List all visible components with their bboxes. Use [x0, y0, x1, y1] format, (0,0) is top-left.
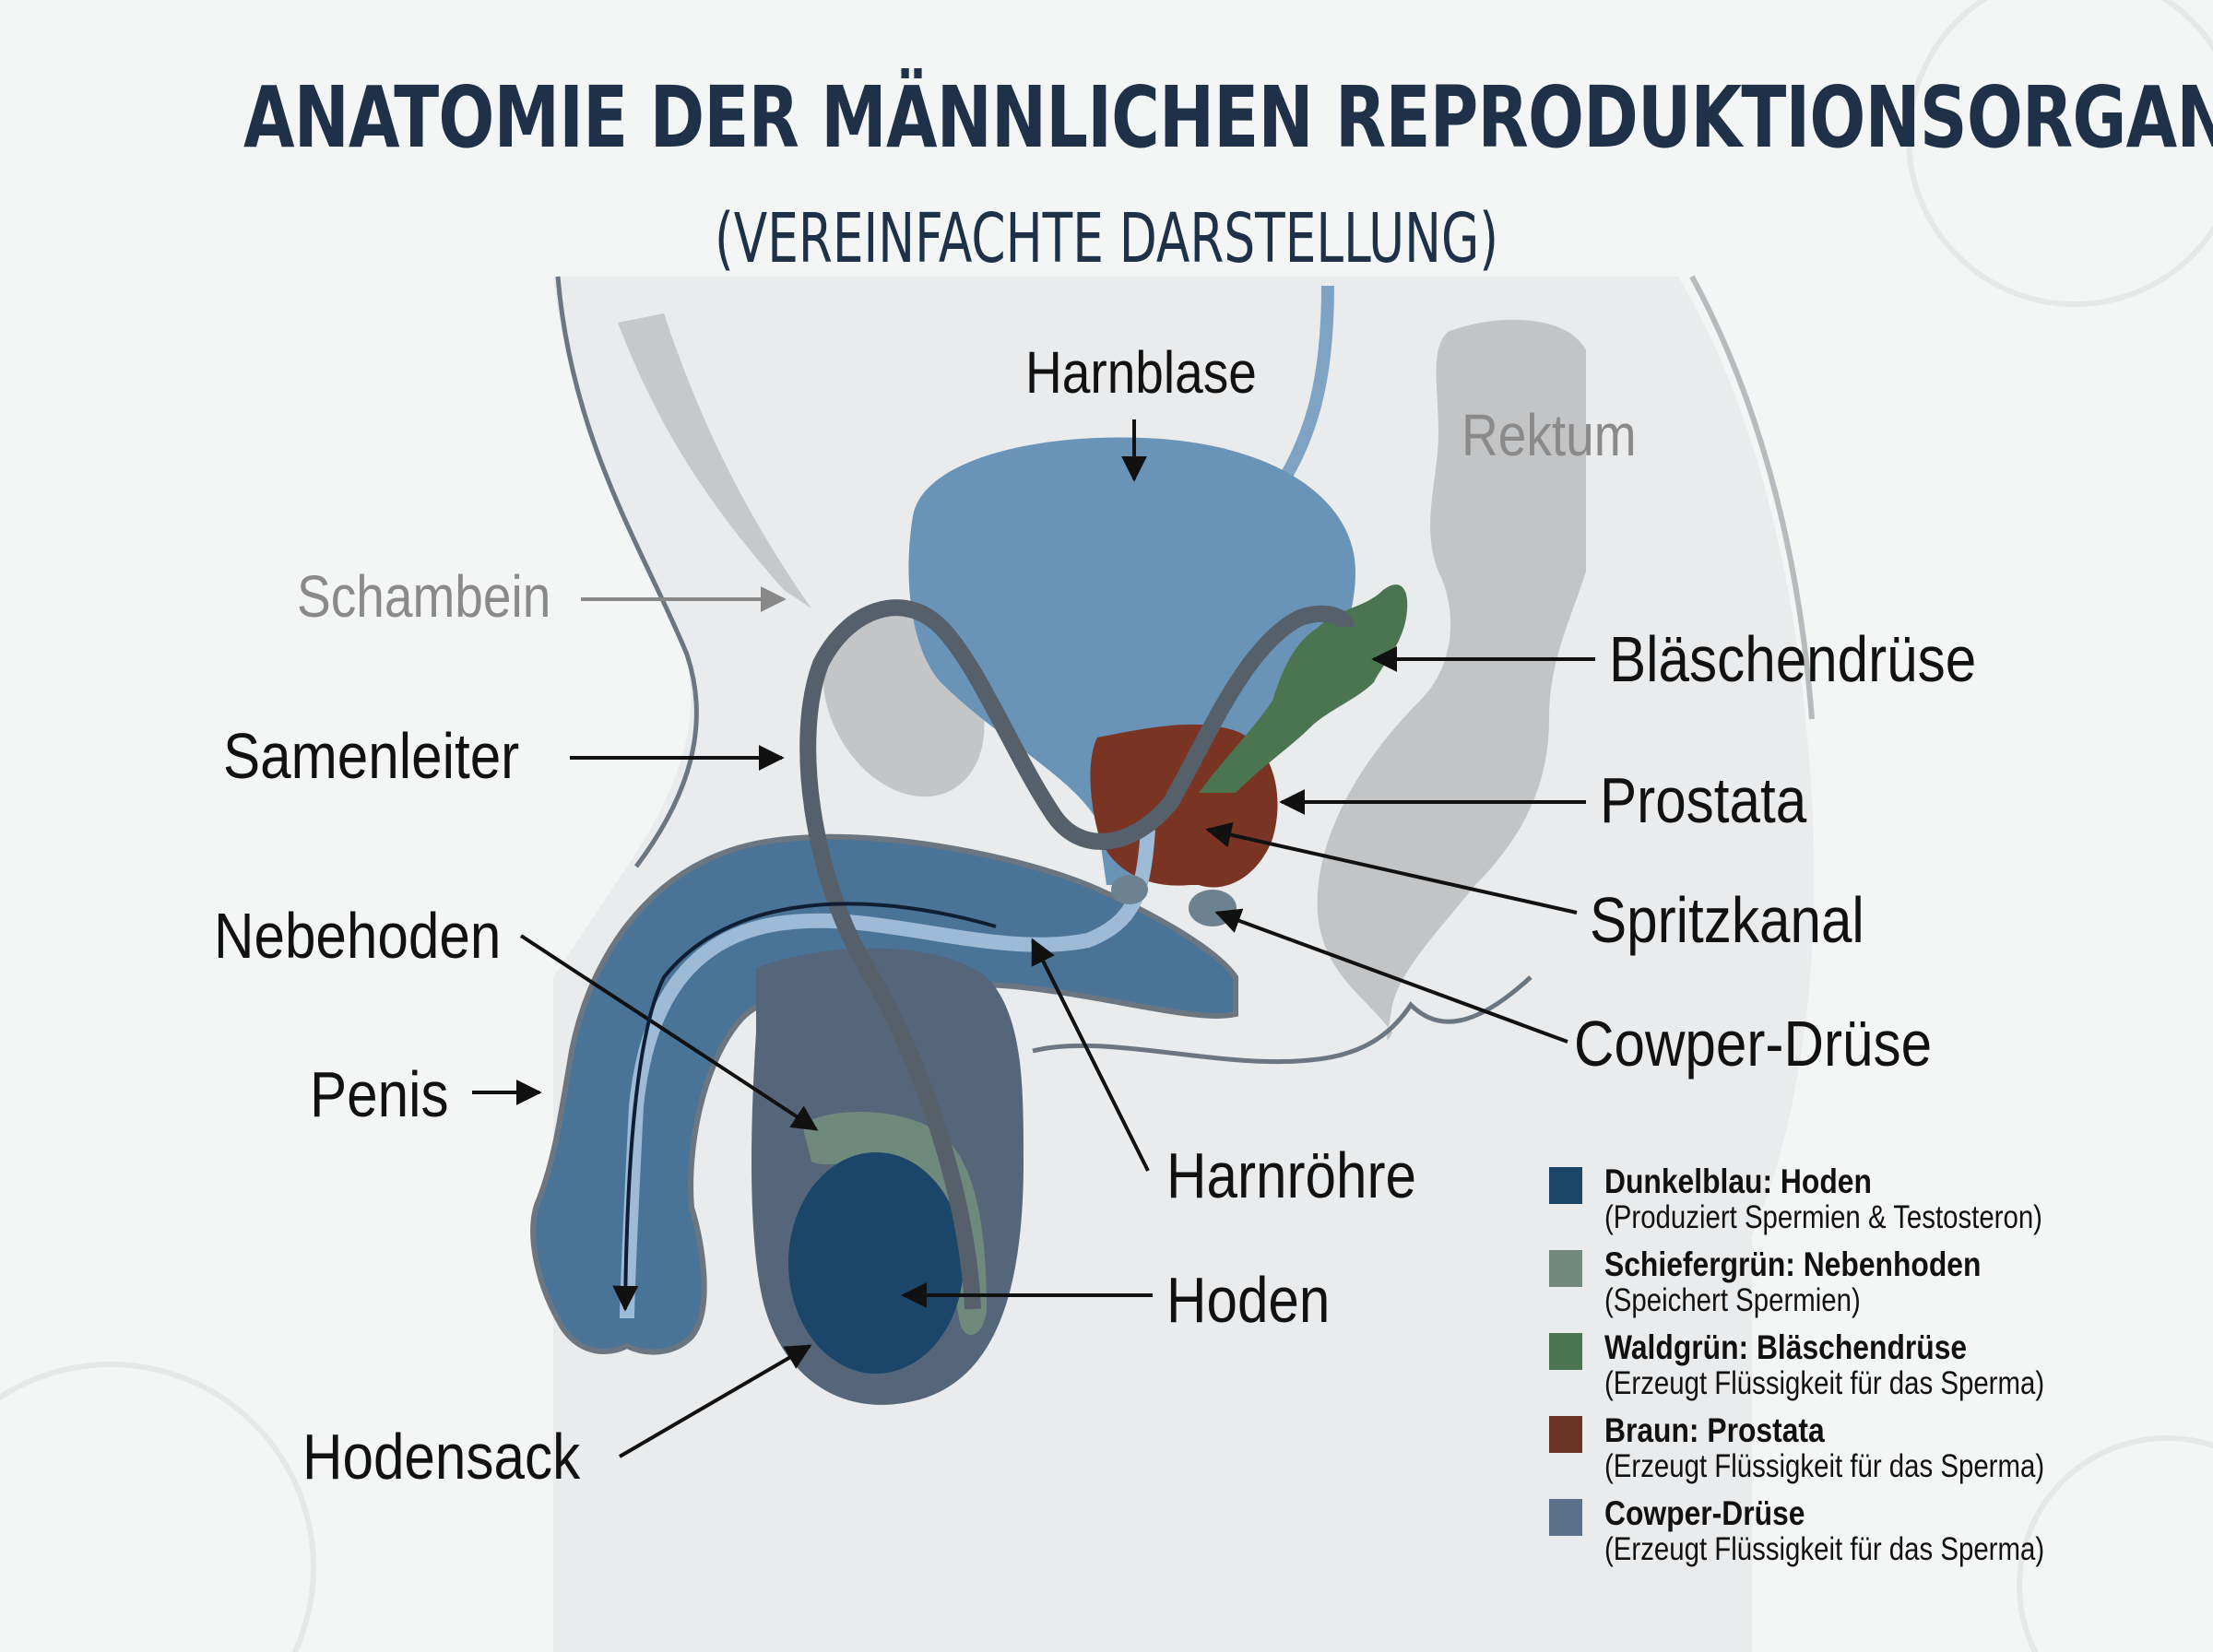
label-samenleiter: Samenleiter	[223, 720, 520, 792]
label-harnblase: Harnblase	[1025, 339, 1257, 406]
label-arrows	[472, 419, 1595, 1458]
legend-desc: (Speichert Spermien)	[1604, 1282, 1861, 1318]
label-nebehoden: Nebehoden	[214, 900, 502, 972]
legend-desc: (Erzeugt Flüssigkeit für das Sperma)	[1604, 1448, 2045, 1484]
legend-desc: (Produziert Spermien & Testosteron)	[1604, 1199, 2042, 1235]
rectum-shape	[1317, 319, 1586, 1041]
testis-shape	[788, 1152, 964, 1374]
pubic-bone	[618, 313, 811, 608]
legend-title: Schiefergrün: Nebenhoden	[1604, 1245, 1982, 1283]
label-spritzkanal: Spritzkanal	[1590, 884, 1864, 956]
legend-desc: (Erzeugt Flüssigkeit für das Sperma)	[1604, 1531, 2045, 1567]
vas-deferens	[799, 599, 1355, 1310]
bladder-shape	[908, 437, 1355, 885]
cowper-gland-right	[1189, 890, 1237, 926]
legend-item-hoden: Dunkelblau: Hoden (Produziert Spermien &…	[1549, 1162, 2139, 1246]
page-subtitle: (VEREINFACHTE DARSTELLUNG)	[714, 199, 1499, 278]
label-penis: Penis	[310, 1058, 449, 1130]
page-title: ANATOMIE DER MÄNNLICHEN REPRODUKTIONSORG…	[243, 68, 2213, 167]
label-schambein: Schambein	[297, 563, 551, 630]
label-hoden: Hoden	[1166, 1264, 1331, 1336]
legend-item-blaeschendruese: Waldgrün: Bläschendrüse (Erzeugt Flüssig…	[1549, 1328, 2139, 1412]
legend-title: Dunkelblau: Hoden	[1604, 1162, 1872, 1200]
label-prostata: Prostata	[1600, 764, 1807, 836]
seminal-vesicle-shape	[1199, 584, 1408, 793]
epididymis-shape	[802, 1112, 987, 1336]
legend-item-cowper: Cowper-Drüse (Erzeugt Flüssigkeit für da…	[1549, 1494, 2139, 1578]
label-hodensack: Hodensack	[302, 1421, 581, 1493]
legend-swatch	[1549, 1250, 1582, 1287]
legend-item-nebenhoden: Schiefergrün: Nebenhoden (Speichert Sper…	[1549, 1245, 2139, 1329]
color-legend: Dunkelblau: Hoden (Produziert Spermien &…	[1549, 1162, 2139, 1578]
legend-item-prostata: Braun: Prostata (Erzeugt Flüssigkeit für…	[1549, 1411, 2139, 1495]
legend-title: Cowper-Drüse	[1604, 1494, 1805, 1532]
legend-swatch	[1549, 1499, 1582, 1536]
label-blaeschendruese: Bläschendrüse	[1609, 623, 1977, 695]
legend-title: Braun: Prostata	[1604, 1411, 1825, 1449]
urethra-flow-arrow	[612, 902, 997, 1312]
legend-title: Waldgrün: Bläschendrüse	[1604, 1328, 1968, 1366]
legend-desc: (Erzeugt Flüssigkeit für das Sperma)	[1604, 1365, 2045, 1401]
body-outline-left	[555, 276, 699, 868]
perineum-line	[1032, 975, 1533, 1065]
legend-swatch	[1549, 1167, 1582, 1204]
label-cowper-druese: Cowper-Drüse	[1574, 1008, 1933, 1080]
cowper-gland-left	[1111, 875, 1148, 904]
label-harnroehre: Harnröhre	[1166, 1139, 1417, 1211]
legend-swatch	[1549, 1333, 1582, 1370]
label-rektum: Rektum	[1462, 402, 1637, 468]
body-outline-right	[1689, 275, 1815, 720]
urethra	[620, 829, 1155, 1319]
legend-swatch	[1549, 1416, 1582, 1453]
